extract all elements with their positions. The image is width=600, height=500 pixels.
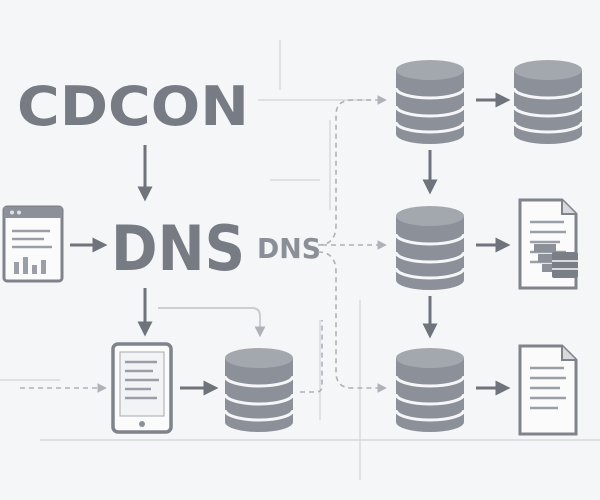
dashed-dns-to-bottom-db xyxy=(317,251,387,393)
background-guides xyxy=(0,40,600,480)
dashed-db-return xyxy=(300,320,323,393)
dns-main-label: DNS xyxy=(111,212,245,285)
database-icon xyxy=(394,58,466,146)
database-icon xyxy=(394,204,466,292)
title-label: CDCON xyxy=(17,75,249,138)
document-icon xyxy=(518,344,578,436)
database-icon xyxy=(512,58,584,146)
dashed-dns-to-top-db xyxy=(317,95,387,246)
connector-dns-to-lower-db xyxy=(158,307,266,338)
dns-small-label: DNS xyxy=(257,232,321,265)
database-icon xyxy=(394,346,466,434)
tablet-document-icon xyxy=(111,342,173,434)
browser-window-icon xyxy=(2,205,64,283)
spreadsheet-document-icon xyxy=(518,198,578,290)
database-icon xyxy=(223,346,295,434)
